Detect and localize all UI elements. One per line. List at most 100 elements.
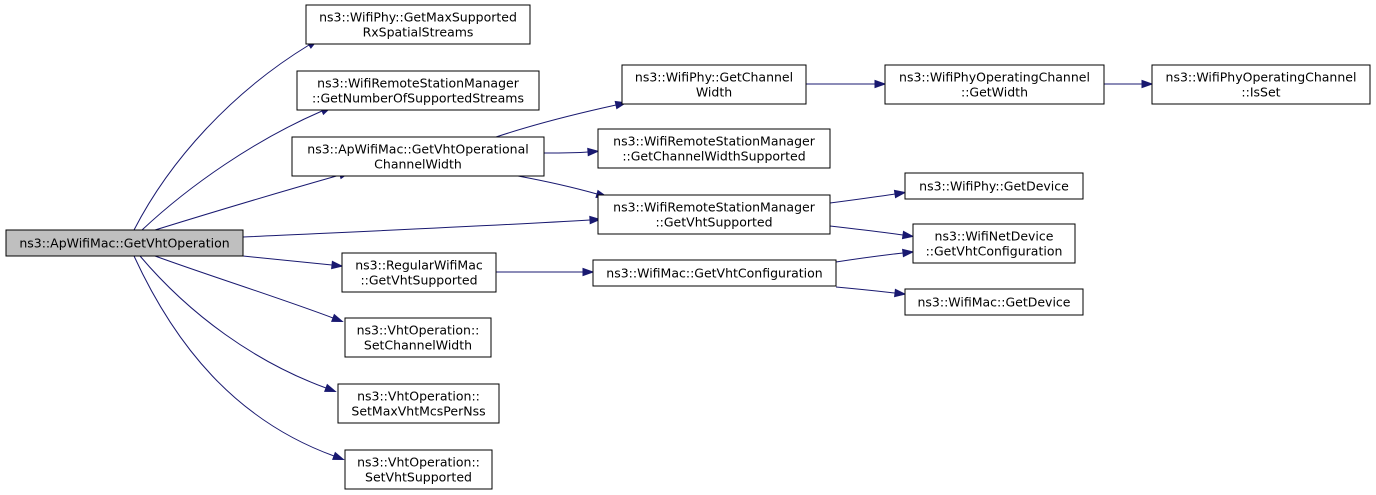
- edge-arrowhead: [332, 451, 345, 460]
- edge-root-to-n1: [133, 38, 319, 231]
- edge-line: [517, 175, 598, 195]
- node-label-line: ns3::VhtOperation::: [357, 389, 480, 404]
- node-label-line: ::GetNumberOfSupportedStreams: [312, 91, 524, 106]
- edge-n12-to-n10: [835, 248, 915, 263]
- node-label-line: ns3::WifiPhy::GetDevice: [919, 179, 1069, 194]
- node-box[interactable]: [592, 259, 837, 287]
- node-n16[interactable]: ns3::VhtOperation::SetVhtSupported: [344, 449, 493, 490]
- node-label-line: ::IsSet: [1241, 85, 1280, 100]
- edge-line: [242, 219, 591, 238]
- node-label-line: ns3::VhtOperation::: [357, 323, 480, 338]
- node-n13[interactable]: ns3::WifiMac::GetDevice: [904, 288, 1084, 316]
- edge-line: [495, 104, 617, 138]
- edge-n11-to-n12: [496, 267, 595, 277]
- node-box[interactable]: [904, 288, 1084, 316]
- node-n8[interactable]: ns3::WifiRemoteStationManager::GetVhtSup…: [597, 194, 831, 235]
- node-label-line: ns3::WifiPhyOperatingChannel: [899, 70, 1090, 85]
- node-n15[interactable]: ns3::VhtOperation::SetMaxVhtMcsPerNss: [337, 383, 500, 424]
- node-label-line: ns3::WifiMac::GetDevice: [917, 295, 1070, 310]
- node-box[interactable]: [344, 317, 492, 358]
- node-n10[interactable]: ns3::WifiNetDevice::GetVhtConfiguration: [912, 223, 1076, 264]
- node-label-line: ns3::WifiPhy::GetMaxSupported: [319, 10, 517, 25]
- edge-arrowhead: [1141, 79, 1154, 89]
- edge-arrowhead: [587, 147, 600, 157]
- node-box[interactable]: [912, 223, 1076, 264]
- edge-n8-to-n9: [829, 189, 907, 204]
- node-n5[interactable]: ns3::WifiPhyOperatingChannel::GetWidth: [884, 64, 1105, 105]
- edge-arrowhead: [902, 248, 915, 258]
- node-box[interactable]: [344, 449, 493, 490]
- node-n1[interactable]: ns3::WifiPhy::GetMaxSupportedRxSpatialSt…: [305, 4, 531, 45]
- edge-line: [154, 255, 334, 319]
- edge-n8-to-n10: [829, 225, 915, 240]
- node-box[interactable]: [305, 4, 531, 45]
- edge-line: [829, 225, 904, 236]
- edge-arrowhead: [893, 189, 907, 199]
- node-label-line: ::GetVhtConfiguration: [926, 244, 1063, 259]
- edge-n5-to-n6: [1104, 79, 1154, 89]
- edge-arrowhead: [901, 230, 915, 240]
- node-label-line: ns3::WifiRemoteStationManager: [317, 76, 520, 91]
- node-box[interactable]: [597, 194, 831, 235]
- node-box: [5, 229, 244, 257]
- node-label-line: ns3::VhtOperation::: [357, 455, 480, 470]
- node-label-line: ns3::WifiPhy::GetChannel: [635, 70, 793, 85]
- node-box[interactable]: [884, 64, 1105, 105]
- node-box[interactable]: [337, 383, 500, 424]
- edge-root-to-n11: [242, 255, 344, 270]
- node-label-line: ::GetVhtSupported: [360, 273, 477, 288]
- node-box[interactable]: [904, 172, 1084, 200]
- edge-arrowhead: [331, 313, 344, 323]
- node-label-line: ::GetWidth: [961, 85, 1028, 100]
- node-n3[interactable]: ns3::ApWifiMac::GetVhtOperationalChannel…: [291, 136, 545, 177]
- edge-arrowhead: [331, 260, 344, 270]
- edge-root-to-n3: [154, 170, 352, 231]
- edge-arrowhead: [324, 383, 337, 392]
- node-box[interactable]: [296, 70, 540, 111]
- node-label-line: ::GetVhtSupported: [655, 215, 772, 230]
- edge-line: [133, 255, 335, 457]
- node-n9[interactable]: ns3::WifiPhy::GetDevice: [904, 172, 1084, 200]
- edge-n3-to-n8: [517, 175, 609, 199]
- edge-arrowhead: [589, 215, 602, 225]
- node-n6[interactable]: ns3::WifiPhyOperatingChannel::IsSet: [1151, 64, 1371, 105]
- edge-root-to-n8: [242, 215, 602, 238]
- nodes-layer: ns3::ApWifiMac::GetVhtOperationns3::Wifi…: [5, 4, 1371, 490]
- edge-line: [543, 151, 589, 154]
- edge-line: [139, 255, 327, 389]
- node-n14[interactable]: ns3::VhtOperation::SetChannelWidth: [344, 317, 492, 358]
- node-label-line: SetVhtSupported: [365, 470, 472, 485]
- node-label-line: ns3::WifiNetDevice: [935, 229, 1054, 244]
- edge-arrowhead: [874, 79, 887, 89]
- edge-n3-to-n4: [495, 100, 628, 138]
- node-label-line: ns3::ApWifiMac::GetVhtOperation: [19, 236, 229, 251]
- node-box[interactable]: [341, 252, 497, 293]
- edge-line: [141, 110, 323, 231]
- edge-n12-to-n13: [835, 286, 907, 298]
- node-box[interactable]: [291, 136, 545, 177]
- edge-arrowhead: [894, 288, 907, 298]
- node-box[interactable]: [621, 64, 807, 105]
- node-n7[interactable]: ns3::WifiRemoteStationManager::GetChanne…: [597, 128, 831, 169]
- node-n12[interactable]: ns3::WifiMac::GetVhtConfiguration: [592, 259, 837, 287]
- node-label-line: ns3::WifiRemoteStationManager: [613, 200, 816, 215]
- node-n4[interactable]: ns3::WifiPhy::GetChannelWidth: [621, 64, 807, 105]
- node-box[interactable]: [1151, 64, 1371, 105]
- node-box[interactable]: [597, 128, 831, 169]
- edge-root-to-n14: [154, 255, 344, 323]
- edge-root-to-n16: [133, 255, 345, 460]
- edge-n3-to-n7: [543, 147, 600, 157]
- node-n2[interactable]: ns3::WifiRemoteStationManager::GetNumber…: [296, 70, 540, 111]
- edge-n4-to-n5: [806, 79, 887, 89]
- node-label-line: ns3::RegularWifiMac: [355, 258, 483, 273]
- node-label-line: ns3::WifiPhyOperatingChannel: [1166, 70, 1357, 85]
- node-label-line: SetMaxVhtMcsPerNss: [351, 404, 485, 419]
- edge-line: [835, 286, 896, 294]
- node-label-line: RxSpatialStreams: [363, 25, 474, 40]
- node-n11[interactable]: ns3::RegularWifiMac::GetVhtSupported: [341, 252, 497, 293]
- node-label-line: ::GetChannelWidthSupported: [622, 149, 805, 164]
- edge-arrowhead: [582, 267, 595, 277]
- node-label-line: ns3::ApWifiMac::GetVhtOperational: [307, 142, 528, 157]
- node-label-line: SetChannelWidth: [364, 338, 472, 353]
- edge-line: [835, 252, 904, 263]
